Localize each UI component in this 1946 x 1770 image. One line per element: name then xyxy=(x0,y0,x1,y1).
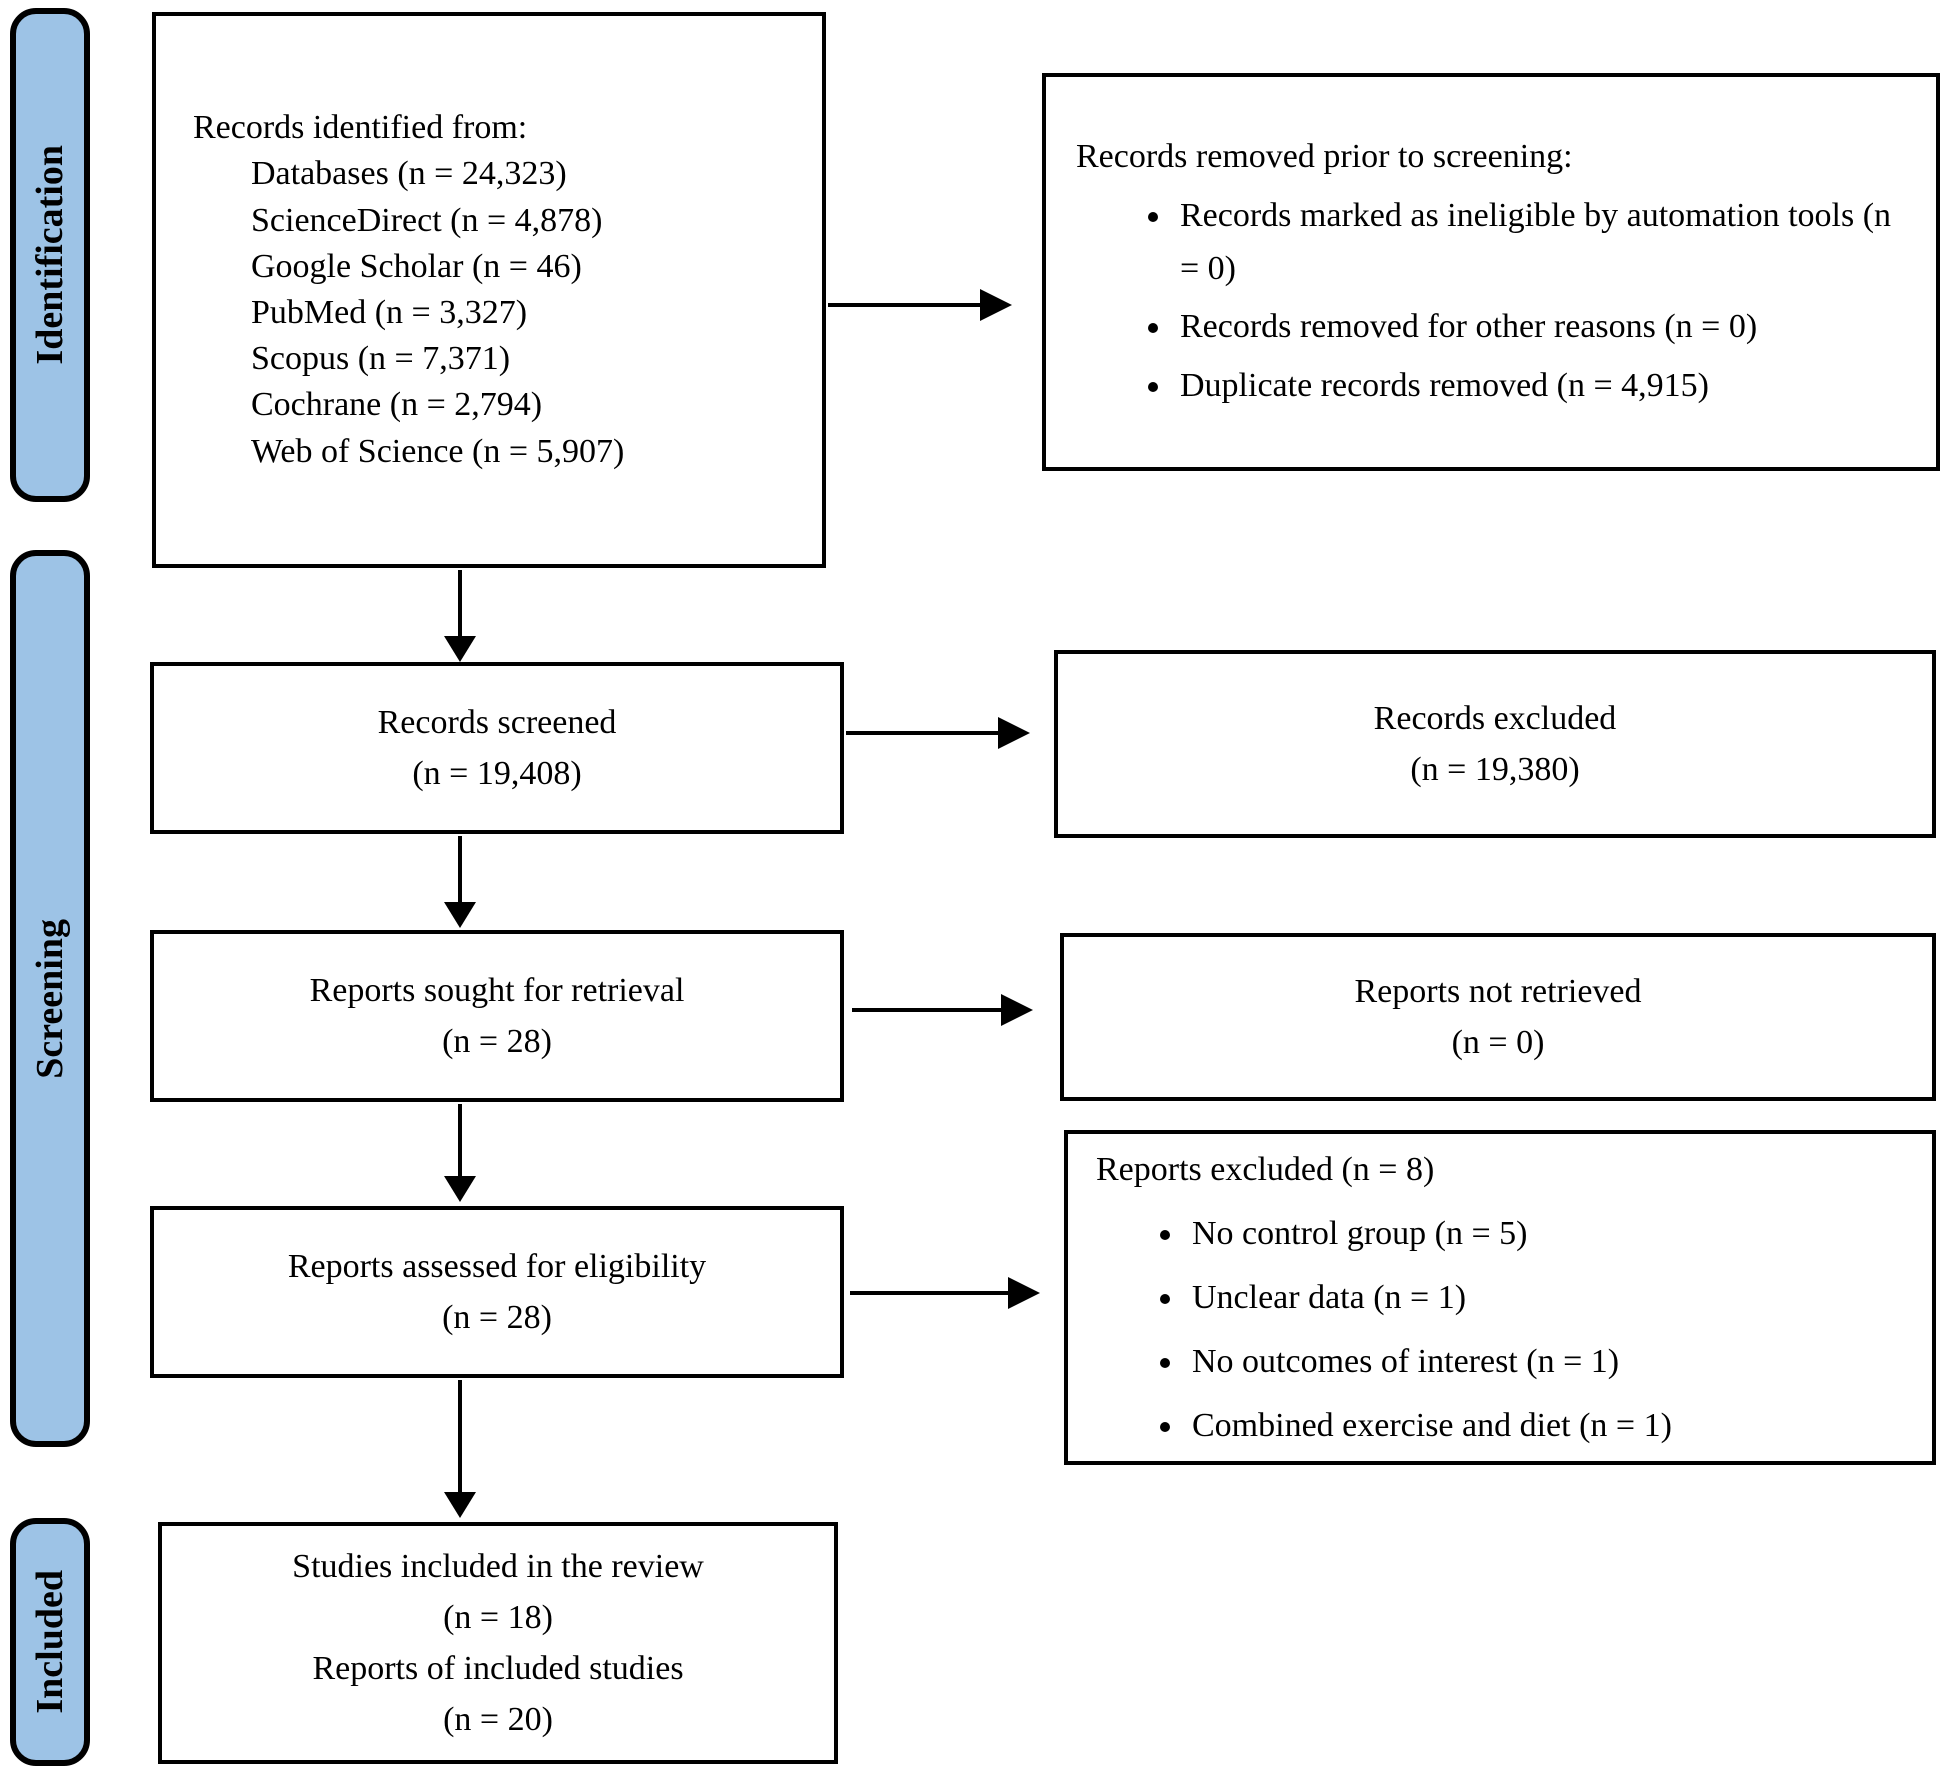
list-item: Records marked as ineligible by automati… xyxy=(1174,190,1936,295)
box-records-excluded: Records excluded (n = 19,380) xyxy=(1054,650,1936,838)
records-screened-line1: Records screened xyxy=(377,704,617,741)
records-removed-list: Records marked as ineligible by automati… xyxy=(1046,184,1936,413)
stage-screening: Screening xyxy=(10,550,90,1447)
list-item: Duplicate records removed (n = 4,915) xyxy=(1174,360,1936,413)
records-identified-intro: Records identified from: xyxy=(193,109,528,147)
arrow-assessed-to-reports-excluded xyxy=(850,1277,1040,1309)
box-reports-excluded: Reports excluded (n = 8) No control grou… xyxy=(1064,1130,1936,1465)
box-reports-not-retrieved: Reports not retrieved (n = 0) xyxy=(1060,933,1936,1101)
list-item: Cochrane (n = 2,794) xyxy=(251,386,543,424)
reports-sought-line1: Reports sought for retrieval xyxy=(309,972,685,1009)
arrow-screened-to-sought xyxy=(444,836,476,928)
reports-excluded-intro: Reports excluded (n = 8) xyxy=(1096,1151,1435,1188)
reports-not-retrieved-line2: (n = 0) xyxy=(1451,1024,1545,1061)
list-item: Web of Science (n = 5,907) xyxy=(251,432,625,470)
list-item: Google Scholar (n = 46) xyxy=(251,247,582,285)
records-excluded-line2: (n = 19,380) xyxy=(1410,751,1580,788)
arrow-assessed-to-included xyxy=(444,1380,476,1518)
records-screened-line2: (n = 19,408) xyxy=(412,755,582,792)
list-item: No outcomes of interest (n = 1) xyxy=(1186,1336,1932,1387)
reports-assessed-line1: Reports assessed for eligibility xyxy=(287,1248,707,1285)
list-item: ScienceDirect (n = 4,878) xyxy=(251,201,603,239)
stage-identification-label: Identification xyxy=(29,145,71,365)
box-reports-sought: Reports sought for retrieval (n = 28) xyxy=(150,930,844,1102)
box-records-removed-prior: Records removed prior to screening: Reco… xyxy=(1042,73,1940,471)
box-studies-included: Studies included in the review (n = 18) … xyxy=(158,1522,838,1764)
list-item: Scopus (n = 7,371) xyxy=(251,340,511,378)
reports-not-retrieved-line1: Reports not retrieved xyxy=(1354,973,1642,1010)
stage-identification: Identification xyxy=(10,8,90,502)
studies-included-line1: Studies included in the review xyxy=(292,1548,704,1585)
list-item: Unclear data (n = 1) xyxy=(1186,1272,1932,1323)
studies-included-line2: (n = 18) xyxy=(443,1599,553,1636)
list-item: Records removed for other reasons (n = 0… xyxy=(1174,301,1936,354)
arrow-screened-to-excluded xyxy=(846,717,1030,749)
studies-included-line4: (n = 20) xyxy=(443,1701,553,1738)
arrow-sought-to-assessed xyxy=(444,1104,476,1202)
reports-assessed-line2: (n = 28) xyxy=(442,1299,552,1336)
arrow-identified-to-screened xyxy=(444,570,476,662)
box-records-screened: Records screened (n = 19,408) xyxy=(150,662,844,834)
list-item: No control group (n = 5) xyxy=(1186,1208,1932,1259)
stage-included: Included xyxy=(10,1518,90,1766)
box-reports-assessed: Reports assessed for eligibility (n = 28… xyxy=(150,1206,844,1378)
box-records-identified: Records identified from: Databases (n = … xyxy=(152,12,826,568)
list-item: Databases (n = 24,323) xyxy=(251,155,567,193)
records-removed-intro: Records removed prior to screening: xyxy=(1076,138,1573,176)
reports-sought-line2: (n = 28) xyxy=(442,1023,552,1060)
records-excluded-line1: Records excluded xyxy=(1373,700,1617,737)
arrow-sought-to-not-retrieved xyxy=(852,994,1033,1026)
list-item: PubMed (n = 3,327) xyxy=(251,294,528,331)
stage-screening-label: Screening xyxy=(29,918,71,1079)
records-identified-list: Databases (n = 24,323) ScienceDirect (n … xyxy=(156,151,822,475)
arrow-identified-to-removed xyxy=(828,289,1012,321)
stage-included-label: Included xyxy=(29,1570,71,1714)
list-item: Combined exercise and diet (n = 1) xyxy=(1186,1400,1932,1451)
studies-included-line3: Reports of included studies xyxy=(312,1650,684,1687)
reports-excluded-list: No control group (n = 5) Unclear data (n… xyxy=(1068,1195,1932,1451)
